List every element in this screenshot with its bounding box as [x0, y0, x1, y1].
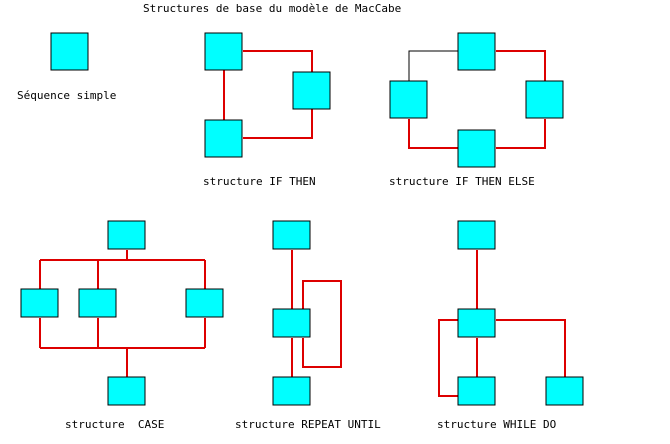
sequence-label: Séquence simple	[17, 89, 117, 102]
if-then-else-edge-left-bottom	[408, 119, 458, 149]
repeat-until-node-exit	[272, 376, 311, 406]
diagram-sequence	[50, 32, 89, 71]
case-label: structure CASE	[65, 418, 165, 431]
while-do-node-entry	[457, 220, 496, 250]
repeat-until-node-body	[272, 308, 311, 338]
if-then-edge-top	[243, 50, 313, 72]
if-then-else-node-else	[525, 80, 564, 119]
if-then-node-entry	[204, 32, 243, 71]
while-do-node-body	[457, 376, 496, 406]
if-then-label: structure IF THEN	[203, 175, 316, 188]
case-node-branch-2	[78, 288, 117, 318]
repeat-until-edge-loop	[302, 280, 342, 368]
if-then-else-label: structure IF THEN ELSE	[389, 175, 535, 188]
if-then-else-node-then	[389, 80, 428, 119]
repeat-until-node-entry	[272, 220, 311, 250]
while-do-edge-loop	[438, 319, 458, 397]
if-then-else-edge-right-top	[496, 50, 546, 81]
diagram-case	[20, 220, 224, 406]
diagram-while-do	[438, 220, 584, 406]
case-node-branch-1	[20, 288, 59, 318]
case-node-exit	[107, 376, 146, 406]
if-then-edge-bottom	[243, 109, 313, 139]
if-then-else-edge-left-top	[408, 50, 458, 81]
while-do-edge-exit	[496, 319, 566, 377]
repeat-until-label: structure REPEAT UNTIL	[235, 418, 381, 431]
diagram-title: Structures de base du modèle de MacCabe	[143, 2, 402, 15]
while-do-node-exit	[545, 376, 584, 406]
if-then-node-exit	[204, 119, 243, 158]
case-node-entry	[107, 220, 146, 250]
if-then-else-edge-right-bottom	[496, 119, 546, 149]
sequence-node	[50, 32, 89, 71]
if-then-else-node-entry	[457, 32, 496, 71]
diagram-if-then-else	[389, 32, 564, 168]
diagram-repeat-until	[272, 220, 342, 406]
case-edge-branches-in	[39, 260, 206, 289]
while-do-node-condition	[457, 308, 496, 338]
if-then-else-node-exit	[457, 129, 496, 168]
case-node-branch-3	[185, 288, 224, 318]
diagram-if-then	[204, 32, 331, 158]
while-do-label: structure WHILE DO	[437, 418, 557, 431]
case-edge-branches-out	[39, 318, 206, 348]
if-then-node-then	[292, 71, 331, 110]
